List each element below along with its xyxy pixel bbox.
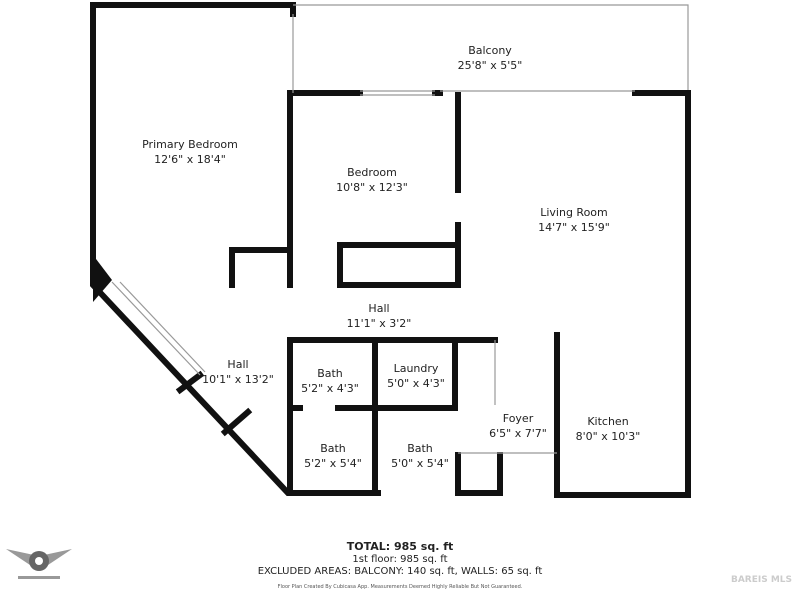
excluded-areas: EXCLUDED AREAS: BALCONY: 140 sq. ft, WAL…: [257, 566, 543, 577]
company-logo: [4, 543, 74, 591]
mls-watermark: BAREIS MLS: [730, 575, 792, 585]
total-area: TOTAL: 985 sq. ft: [346, 540, 454, 553]
floor-area: 1st floor: 985 sq. ft: [352, 554, 448, 565]
disclaimer: Floor Plan Created By Cubicasa App. Meas…: [277, 584, 523, 590]
winged-shutter-icon: [6, 549, 72, 579]
